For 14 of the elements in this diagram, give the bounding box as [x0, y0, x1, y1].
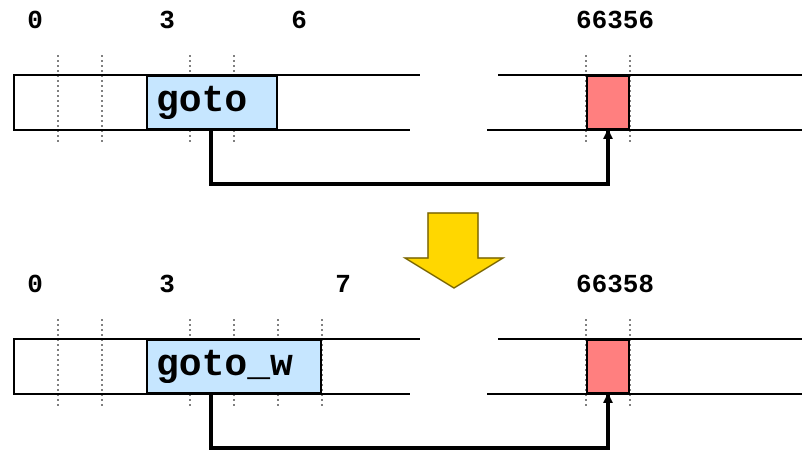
jump-arrow [209, 129, 613, 186]
opcode-cell: goto [146, 75, 278, 130]
target-byte-cell [586, 339, 630, 394]
byte-offset: 66356 [576, 6, 654, 36]
byte-offset: 66358 [576, 270, 654, 300]
opcode-cell: goto_w [146, 339, 322, 394]
byte-offset: 6 [291, 6, 307, 36]
byte-offset: 0 [27, 6, 43, 36]
byte-offset: 3 [159, 6, 175, 36]
byte-offset: 7 [335, 270, 351, 300]
byte-offset: 0 [27, 270, 43, 300]
target-byte-cell [586, 75, 630, 130]
byte-offset: 3 [159, 270, 175, 300]
jump-arrow [209, 393, 613, 450]
